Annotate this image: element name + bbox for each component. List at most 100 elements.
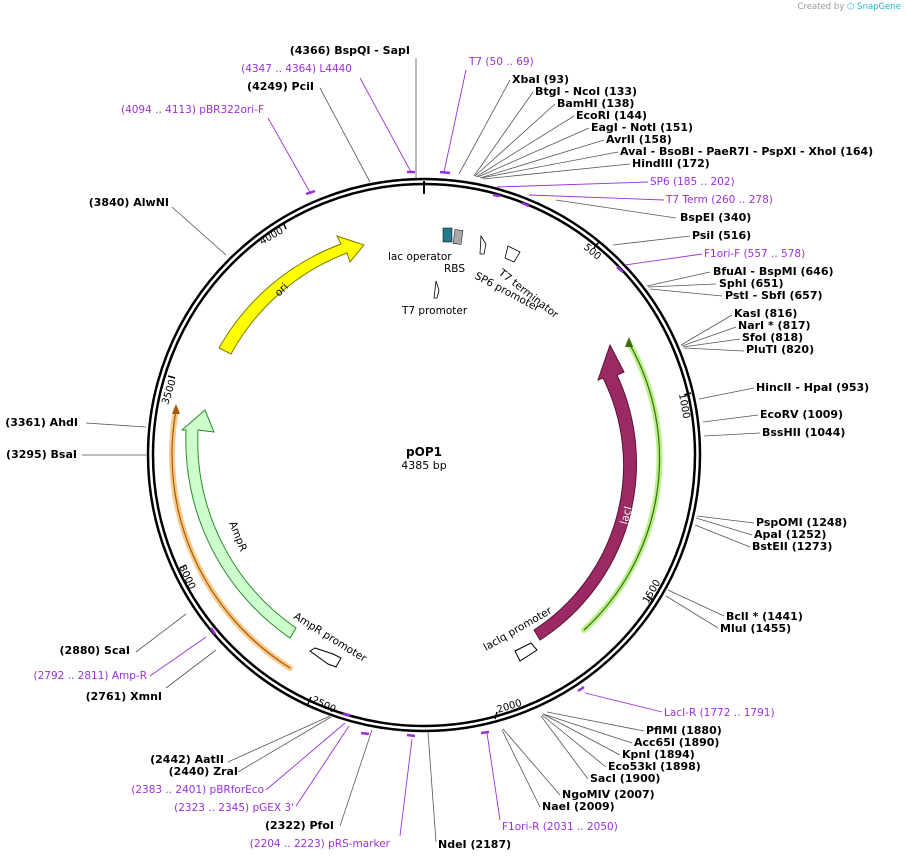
primer-label-pgex3[interactable]: (2323 .. 2345) pGEX 3' <box>174 802 294 814</box>
site-label-alwni[interactable]: (3840) AlwNI <box>89 196 169 209</box>
site-label-avrii[interactable]: AvrII (158) <box>606 133 672 146</box>
site-label-aatii[interactable]: (2442) AatII <box>150 753 224 766</box>
plasmid-name: pOP1 <box>406 445 442 459</box>
primer-leader-lines <box>149 69 703 837</box>
site-label-bfuai-bspmi[interactable]: BfuAI - BspMI (646) <box>713 265 834 278</box>
tick-label-1500: 1500 <box>641 578 663 606</box>
site-label-scai[interactable]: (2880) ScaI <box>60 644 130 657</box>
site-label-acc65i[interactable]: Acc65I (1890) <box>634 736 719 749</box>
site-label-nari[interactable]: NarI * (817) <box>738 319 811 332</box>
ampr-promoter-arrow[interactable] <box>309 647 342 668</box>
site-label-eagi-noti[interactable]: EagI - NotI (151) <box>591 121 693 134</box>
primer-label-prs-marker[interactable]: (2204 .. 2223) pRS-marker <box>250 838 391 850</box>
t7-promoter-label: T7 promoter <box>401 305 468 317</box>
site-label-xbai[interactable]: XbaI (93) <box>512 73 569 86</box>
plasmid-length: 4385 bp <box>401 459 446 472</box>
primer-label-pbr322ori-f[interactable]: (4094 .. 4113) pBR322ori-F <box>121 104 264 116</box>
site-label-bspqi-sapi[interactable]: (4366) BspQI - SapI <box>290 44 410 57</box>
primer-label-laci-r[interactable]: LacI-R (1772 .. 1791) <box>664 707 775 719</box>
site-label-bspei[interactable]: BspEI (340) <box>680 211 751 224</box>
tick-label-1000: 1000 <box>676 393 691 420</box>
rbs-feature[interactable] <box>452 229 464 245</box>
t7-terminator-arrow[interactable] <box>504 245 521 263</box>
f1ori-primer-arrowhead <box>625 337 633 347</box>
laci-feature[interactable] <box>533 343 637 641</box>
primer-marks <box>209 170 624 738</box>
snapgene-credit: Created by ⬡ SnapGene <box>798 2 901 12</box>
rbs-label: RBS <box>444 263 465 275</box>
laciq-promoter-arrow[interactable] <box>514 642 538 662</box>
lac-operator-label: lac operator <box>388 251 452 263</box>
site-label-ecorv[interactable]: EcoRV (1009) <box>760 408 843 421</box>
site-label-bcli[interactable]: BclI * (1441) <box>726 610 803 623</box>
ampr-feature[interactable] <box>180 409 297 639</box>
site-label-sphi[interactable]: SphI (651) <box>719 277 784 290</box>
tick-mark-500 <box>593 241 600 249</box>
site-label-psii[interactable]: PsiI (516) <box>692 229 751 242</box>
site-label-pcii[interactable]: (4249) PciI <box>247 80 314 93</box>
site-label-avai-group[interactable]: AvaI - BsoBI - PaeR7I - PspXI - XhoI (16… <box>620 145 873 158</box>
tick-mark-2500 <box>307 696 312 705</box>
site-label-bamhi[interactable]: BamHI (138) <box>557 97 634 110</box>
tick-label-4000: 4000 <box>258 225 286 247</box>
site-label-bsai[interactable]: (3295) BsaI <box>6 448 77 461</box>
primer-labels: (4347 .. 4364) L4440 (4094 .. 4113) pBR3… <box>34 56 806 850</box>
site-label-ngomiv[interactable]: NgoMIV (2007) <box>562 788 655 801</box>
ampr-primer-arc <box>171 409 291 669</box>
laci-label: lacI <box>618 505 634 526</box>
site-label-sfoi[interactable]: SfoI (818) <box>742 331 803 344</box>
primer-label-l4440[interactable]: (4347 .. 4364) L4440 <box>241 63 352 75</box>
credit-prefix: Created by <box>797 2 845 12</box>
site-label-pluti[interactable]: PluTI (820) <box>746 343 814 356</box>
site-label-pspomi[interactable]: PspOMI (1248) <box>756 516 847 529</box>
site-label-xmni[interactable]: (2761) XmnI <box>86 690 162 703</box>
site-label-saci[interactable]: SacI (1900) <box>590 772 660 785</box>
site-label-apai[interactable]: ApaI (1252) <box>754 528 826 541</box>
tick-label-3000: 3000 <box>176 564 197 592</box>
t7-promoter-arrow[interactable] <box>433 280 440 299</box>
site-label-hindiii[interactable]: HindIII (172) <box>632 157 710 170</box>
site-label-ndei[interactable]: NdeI (2187) <box>438 838 511 851</box>
f1ori-primer-arc <box>583 342 661 631</box>
site-label-ahdi[interactable]: (3361) AhdI <box>5 416 78 429</box>
lac-operator-feature[interactable] <box>442 227 453 243</box>
site-leader-lines <box>82 58 761 843</box>
primer-label-amp-r[interactable]: (2792 .. 2811) Amp-R <box>34 670 148 682</box>
tick-mark-3000 <box>179 564 187 569</box>
tick-mark-1500 <box>646 595 654 601</box>
ori-feature[interactable] <box>218 235 365 355</box>
primer-label-f1ori-f[interactable]: F1ori-F (557 .. 578) <box>704 248 805 260</box>
site-label-psti-sbfi[interactable]: PstI - SbfI (657) <box>725 289 823 302</box>
primer-label-f1ori-r[interactable]: F1ori-R (2031 .. 2050) <box>502 821 618 833</box>
credit-brand: SnapGene <box>857 2 901 12</box>
snapgene-logo: ⬡ <box>847 2 855 12</box>
tick-label-500: 500 <box>581 242 603 263</box>
primer-label-sp6[interactable]: SP6 (185 .. 202) <box>650 176 735 188</box>
site-label-kpni[interactable]: KpnI (1894) <box>622 748 695 761</box>
site-label-besshii[interactable]: BssHII (1044) <box>762 426 845 439</box>
site-label-eco53ki[interactable]: Eco53kI (1898) <box>608 760 701 773</box>
site-label-pfoi[interactable]: (2322) PfoI <box>265 819 334 832</box>
site-label-zrai[interactable]: (2440) ZraI <box>169 765 238 778</box>
site-label-mlui[interactable]: MluI (1455) <box>720 622 791 635</box>
primer-label-t7[interactable]: T7 (50 .. 69) <box>468 56 534 68</box>
ampr-label: AmpR <box>226 520 249 554</box>
primer-label-pbrforeco[interactable]: (2383 .. 2401) pBRforEco <box>131 784 264 796</box>
site-label-hincii-hpai[interactable]: HincII - HpaI (953) <box>756 381 869 394</box>
site-label-naei[interactable]: NaeI (2009) <box>542 800 615 813</box>
primer-label-t7-term[interactable]: T7 Term (260 .. 278) <box>665 194 773 206</box>
ampr-primer-arrowhead <box>172 404 180 414</box>
site-label-bsteii[interactable]: BstEII (1273) <box>752 540 832 553</box>
tick-mark-2000 <box>494 711 498 720</box>
backbone-outer <box>146 177 702 733</box>
tick-mark-4000 <box>282 221 287 230</box>
site-label-ecori[interactable]: EcoRI (144) <box>576 109 647 122</box>
site-label-kasi[interactable]: KasI (816) <box>734 307 797 320</box>
tick-mark-3500 <box>167 375 176 379</box>
site-label-pflmi[interactable]: PflMI (1880) <box>646 724 722 737</box>
site-labels: (4366) BspQI - SapI (4249) PciI (3840) A… <box>5 44 873 851</box>
sp6-promoter-arrow[interactable] <box>479 234 487 255</box>
site-label-btgi-ncoi[interactable]: BtgI - NcoI (133) <box>535 85 637 98</box>
tick-mark-1000 <box>683 392 692 396</box>
